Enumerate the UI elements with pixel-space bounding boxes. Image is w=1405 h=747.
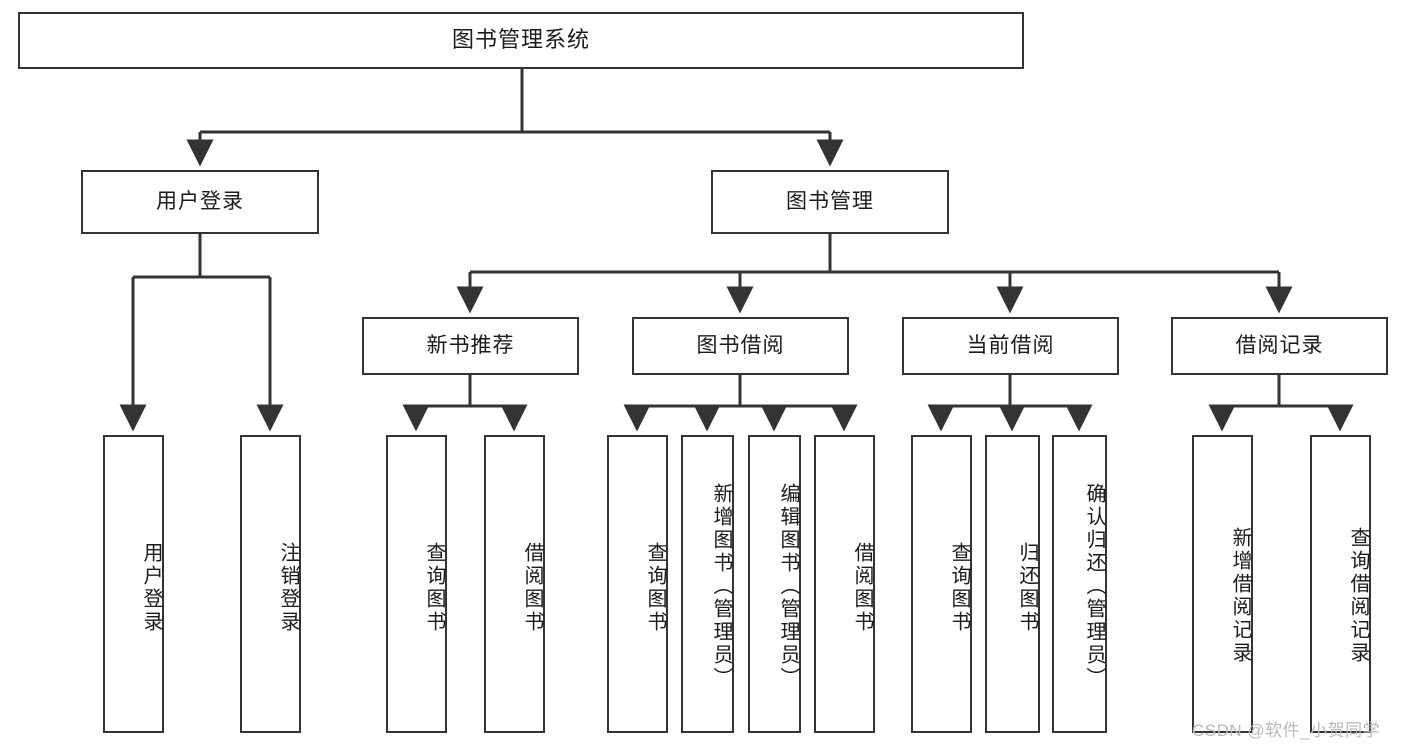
- node-user-login[interactable]: 用户登录: [81, 170, 319, 234]
- node-leaf-borrow-book-rec[interactable]: 借阅图书: [484, 435, 545, 733]
- node-leaf-user-login-label: 用户登录: [140, 542, 162, 634]
- node-leaf-add-book-admin[interactable]: 新增图书（管理员）: [681, 435, 734, 733]
- node-leaf-edit-book-admin[interactable]: 编辑图书（管理员）: [748, 435, 801, 733]
- node-root[interactable]: 图书管理系统: [18, 12, 1024, 69]
- node-leaf-return-book-label: 归还图书: [1016, 542, 1038, 634]
- node-leaf-query-book-cur[interactable]: 查询图书: [911, 435, 972, 733]
- node-current-borrow-label: 当前借阅: [966, 334, 1055, 358]
- node-leaf-add-borrow-record[interactable]: 新增借阅记录: [1192, 435, 1253, 733]
- node-leaf-borrow-book-bor-label: 借阅图书: [851, 542, 873, 634]
- node-book-manage[interactable]: 图书管理: [711, 170, 949, 234]
- node-borrow-record-label: 借阅记录: [1235, 334, 1324, 358]
- node-leaf-query-book-rec[interactable]: 查询图书: [386, 435, 447, 733]
- node-leaf-query-book-bor[interactable]: 查询图书: [607, 435, 668, 733]
- node-leaf-confirm-return-admin-label: 确认归还（管理员）: [1083, 482, 1105, 690]
- node-leaf-return-book[interactable]: 归还图书: [985, 435, 1040, 733]
- node-leaf-query-borrow-record-label: 查询借阅记录: [1347, 527, 1369, 665]
- node-leaf-user-logout-label: 注销登录: [277, 542, 299, 634]
- node-book-borrow[interactable]: 图书借阅: [632, 317, 849, 375]
- node-new-book-recommend-label: 新书推荐: [426, 334, 515, 358]
- node-new-book-recommend[interactable]: 新书推荐: [362, 317, 579, 375]
- node-leaf-add-borrow-record-label: 新增借阅记录: [1229, 527, 1251, 665]
- node-leaf-query-book-cur-label: 查询图书: [948, 542, 970, 634]
- node-leaf-confirm-return-admin[interactable]: 确认归还（管理员）: [1052, 435, 1107, 733]
- node-leaf-query-book-bor-label: 查询图书: [644, 542, 666, 634]
- node-leaf-query-book-rec-label: 查询图书: [423, 542, 445, 634]
- node-book-manage-label: 图书管理: [786, 190, 874, 214]
- node-book-borrow-label: 图书借阅: [696, 334, 785, 358]
- node-root-label: 图书管理系统: [451, 27, 590, 53]
- node-user-login-label: 用户登录: [156, 190, 244, 214]
- node-leaf-user-login[interactable]: 用户登录: [103, 435, 164, 733]
- csdn-watermark: CSDN @软件_小贺同学: [1192, 716, 1380, 741]
- node-borrow-record[interactable]: 借阅记录: [1171, 317, 1388, 375]
- csdn-watermark-text: CSDN @软件_小贺同学: [1192, 721, 1381, 740]
- node-leaf-borrow-book-rec-label: 借阅图书: [521, 542, 543, 634]
- node-leaf-user-logout[interactable]: 注销登录: [240, 435, 301, 733]
- node-leaf-add-book-admin-label: 新增图书（管理员）: [710, 482, 732, 690]
- node-leaf-query-borrow-record[interactable]: 查询借阅记录: [1310, 435, 1371, 733]
- node-leaf-borrow-book-bor[interactable]: 借阅图书: [814, 435, 875, 733]
- node-leaf-edit-book-admin-label: 编辑图书（管理员）: [777, 482, 799, 690]
- node-current-borrow[interactable]: 当前借阅: [902, 317, 1119, 375]
